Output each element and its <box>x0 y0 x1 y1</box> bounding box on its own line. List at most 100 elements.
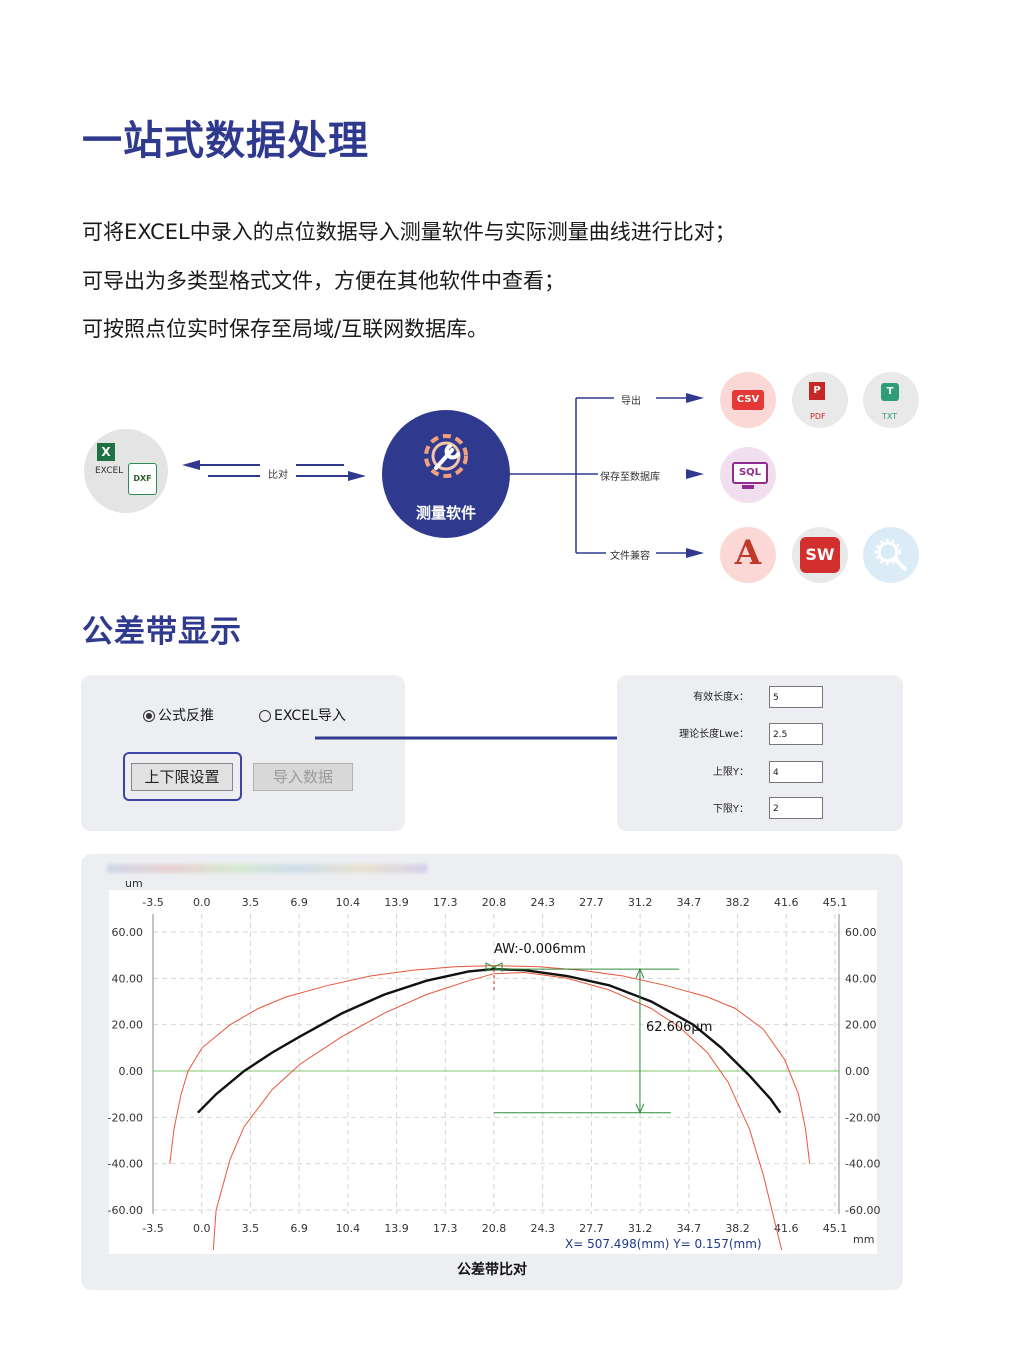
y-tick-right: 20.00 <box>845 1019 877 1032</box>
y-tick-left: 0.00 <box>119 1065 144 1078</box>
x-tick-bottom: 13.9 <box>384 1222 409 1235</box>
x-tick-top: 10.4 <box>336 896 361 909</box>
x-tick-top: 0.0 <box>193 896 211 909</box>
y-tick-right: -40.00 <box>845 1158 880 1171</box>
x-tick-top: 41.6 <box>774 896 799 909</box>
tolerance-chart: -3.5-3.50.00.03.53.56.96.910.410.413.913… <box>108 877 881 1278</box>
compare-label: 比对 <box>268 470 288 481</box>
pdf-icon: P <box>809 382 825 400</box>
export-label: 导出 <box>621 396 641 407</box>
x-tick-bottom: 34.7 <box>677 1222 702 1235</box>
chart-toolbar-blurred <box>107 864 427 873</box>
csv-node: CSV <box>720 372 776 428</box>
params-panel: 有效长度x： 5 理论长度Lwe： 2.5 上限Y： 4 下限Y： 2 <box>617 675 903 831</box>
y-tick-right: 60.00 <box>845 926 877 939</box>
x-tick-bottom: -3.5 <box>142 1222 163 1235</box>
x-tick-top: 20.8 <box>482 896 507 909</box>
field-label-effective-length: 有效长度x： <box>693 692 749 703</box>
monitor-stand-icon <box>742 485 754 489</box>
x-tick-top: 24.3 <box>530 896 555 909</box>
y-tick-left: -40.00 <box>108 1158 143 1171</box>
y-tick-left: 60.00 <box>112 926 144 939</box>
x-tick-top: 38.2 <box>725 896 750 909</box>
focus-ring <box>123 752 242 801</box>
radio-formula-dot[interactable] <box>143 710 155 722</box>
radio-excel-dot[interactable] <box>259 710 271 722</box>
excel-label: EXCEL <box>95 466 124 476</box>
x-tick-bottom: 38.2 <box>725 1222 750 1235</box>
csv-icon: CSV <box>732 390 764 410</box>
x-unit-label: mm <box>853 1233 874 1246</box>
x-tick-bottom: 3.5 <box>242 1222 260 1235</box>
autocad-icon: A <box>734 533 762 573</box>
y-tick-left: 20.00 <box>112 1019 144 1032</box>
software-label: 测量软件 <box>415 504 476 522</box>
x-tick-top: 6.9 <box>290 896 308 909</box>
sql-node: SQL <box>720 447 776 503</box>
field-label-theory-length: 理论长度Lwe： <box>679 729 749 740</box>
tolerance-mode-panel: 公式反推 EXCEL导入 上下限设置 导入数据 <box>81 675 405 831</box>
x-tick-top: 27.7 <box>579 896 604 909</box>
x-tick-bottom: 0.0 <box>193 1222 211 1235</box>
file-compat-label: 文件兼容 <box>610 551 650 562</box>
field-label-lower-limit: 下限Y： <box>712 804 749 815</box>
gear-wrench-icon <box>424 434 468 478</box>
section-title-data-processing: 一站式数据处理 <box>82 118 369 164</box>
branch-arrows <box>510 393 704 558</box>
compare-arrows <box>182 460 366 481</box>
radio-formula[interactable]: 公式反推 <box>143 705 214 725</box>
software-node: 测量软件 <box>382 410 510 538</box>
autocad-node: A <box>720 527 776 583</box>
excel-dxf-node: X EXCEL DXF <box>84 429 168 513</box>
pdf-node: P PDF <box>792 372 848 428</box>
pdf-label: PDF <box>810 412 826 421</box>
chart-title: 公差带比对 <box>457 1261 527 1278</box>
height-annotation: 62.606μm <box>646 1020 712 1035</box>
x-tick-top: 31.2 <box>628 896 653 909</box>
feature-line-2: 可导出为多类型格式文件，方便在其他软件中查看； <box>82 269 565 293</box>
aw-annotation: AW:-0.006mm <box>494 942 586 957</box>
save-db-label: 保存至数据库 <box>600 472 660 483</box>
y-tick-left: 40.00 <box>112 972 144 985</box>
x-tick-top: 3.5 <box>242 896 260 909</box>
radio-excel-label: EXCEL导入 <box>274 708 346 724</box>
x-tick-top: 17.3 <box>433 896 458 909</box>
txt-icon: T <box>881 383 899 401</box>
feature-line-1: 可将EXCEL中录入的点位数据导入测量软件与实际测量曲线进行比对； <box>82 220 736 244</box>
txt-node: T TXT <box>863 372 919 428</box>
excel-icon: X <box>97 443 115 461</box>
radio-formula-label: 公式反推 <box>158 708 214 724</box>
magnifier-gear-icon <box>875 539 907 571</box>
y-tick-right: 0.00 <box>845 1065 870 1078</box>
y-tick-right: -20.00 <box>845 1111 880 1124</box>
field-label-upper-limit: 上限Y： <box>712 767 749 778</box>
radio-excel[interactable]: EXCEL导入 <box>259 705 346 725</box>
field-effective-length[interactable]: 5 <box>769 686 823 708</box>
x-tick-bottom: 20.8 <box>482 1222 507 1235</box>
x-tick-bottom: 24.3 <box>530 1222 555 1235</box>
x-tick-bottom: 6.9 <box>290 1222 308 1235</box>
dxf-icon: DXF <box>128 463 157 495</box>
x-tick-top: 34.7 <box>677 896 702 909</box>
sql-icon: SQL <box>732 462 768 484</box>
import-data-button[interactable]: 导入数据 <box>253 763 353 791</box>
chart-background <box>109 890 877 1254</box>
y-tick-right: -60.00 <box>845 1204 880 1217</box>
x-tick-bottom: 45.1 <box>823 1222 848 1235</box>
field-upper-limit[interactable]: 4 <box>769 761 823 783</box>
limit-settings-button[interactable]: 上下限设置 <box>131 763 233 791</box>
field-lower-limit[interactable]: 2 <box>769 797 823 819</box>
solidworks-icon: SW <box>800 537 840 573</box>
x-tick-top: 13.9 <box>384 896 409 909</box>
feature-line-3: 可按照点位实时保存至局域/互联网数据库。 <box>82 317 489 341</box>
height-arrowheads <box>635 967 645 1114</box>
tolerance-curve <box>169 965 811 1164</box>
x-tick-bottom: 31.2 <box>628 1222 653 1235</box>
tolerance-curve <box>212 971 783 1251</box>
x-tick-bottom: 41.6 <box>774 1222 799 1235</box>
txt-label: TXT <box>882 412 898 421</box>
y-unit-label: um <box>125 877 143 890</box>
y-tick-left: -20.00 <box>108 1111 143 1124</box>
field-theory-length[interactable]: 2.5 <box>769 723 823 745</box>
